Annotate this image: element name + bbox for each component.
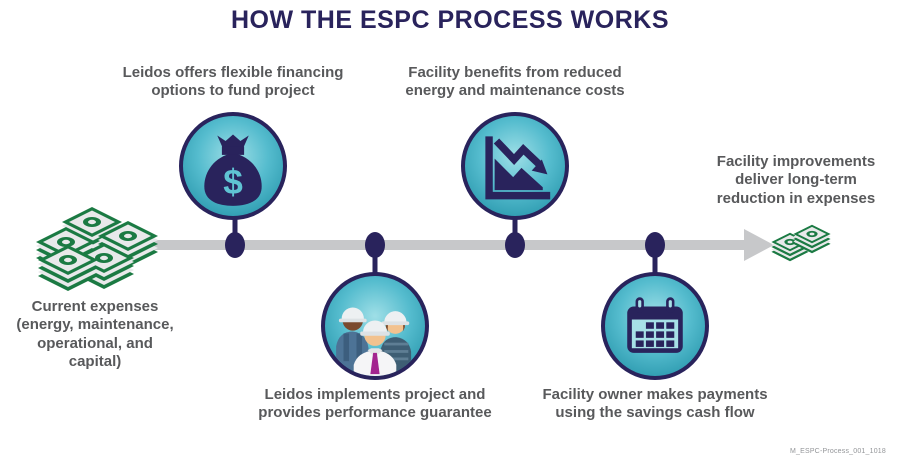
footer-document-code: M_ESPC-Process_001_1018 xyxy=(789,448,886,455)
step-circle-payments xyxy=(601,272,709,380)
caption-step-benefits: Facility benefits from reduced energy an… xyxy=(405,64,625,100)
declining-chart-icon xyxy=(485,136,551,200)
timeline-bar xyxy=(152,240,746,250)
timeline-arrowhead xyxy=(744,229,774,261)
timeline-dot xyxy=(645,232,665,258)
caption-end-improvements: Facility improvements deliver long-term … xyxy=(716,153,876,207)
step-circle-benefits xyxy=(461,112,569,220)
step-circle-implements xyxy=(321,272,429,380)
money-pile-icon xyxy=(36,207,158,291)
svg-text:$: $ xyxy=(223,163,243,202)
caption-step-financing: Leidos offers flexible financing options… xyxy=(122,64,344,100)
caption-start-current-expenses: Current expenses (energy, maintenance, o… xyxy=(16,298,174,370)
caption-step-implements: Leidos implements project and provides p… xyxy=(258,386,492,422)
step-circle-financing: $ xyxy=(179,112,287,220)
workers-icon xyxy=(336,307,412,376)
money-stack-icon xyxy=(771,224,831,262)
timeline-dot xyxy=(505,232,525,258)
timeline-dot xyxy=(365,232,385,258)
money-bag-icon: $ xyxy=(204,134,262,206)
timeline-dot xyxy=(225,232,245,258)
caption-step-payments: Facility owner makes payments using the … xyxy=(542,386,768,422)
page-title: HOW THE ESPC PROCESS WORKS xyxy=(230,6,670,34)
calendar-icon xyxy=(627,297,683,353)
